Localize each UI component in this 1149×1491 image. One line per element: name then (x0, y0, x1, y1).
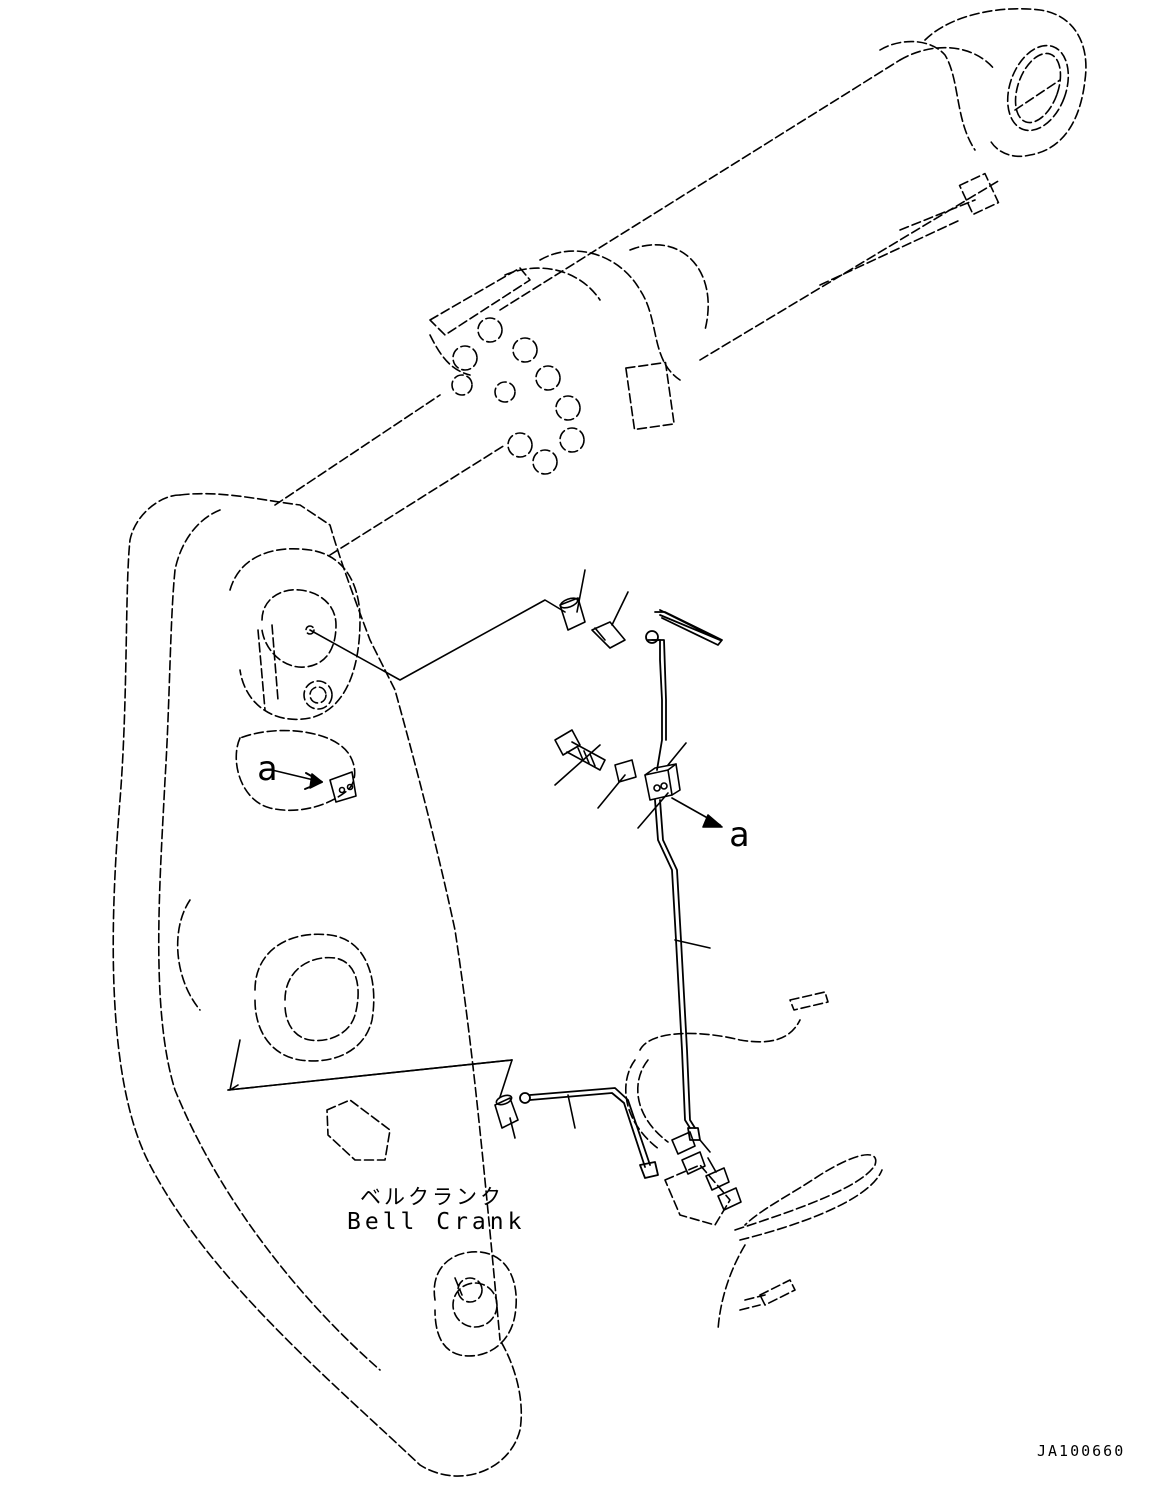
hydraulic-cylinder (275, 9, 1086, 555)
grease-tube-long (646, 610, 722, 1140)
distribution-block (665, 1132, 741, 1225)
leader-bracket-to-crank (230, 1040, 240, 1090)
bolt (555, 730, 605, 770)
leader-lines (228, 570, 710, 1138)
view-arrow-left (272, 770, 322, 789)
pipe-clamp (645, 764, 680, 800)
washer-plate (615, 760, 636, 782)
leader-fitting-to-crank (310, 600, 565, 680)
elbow-fitting (559, 596, 585, 630)
part-label-english: Bell Crank (347, 1209, 526, 1235)
part-label-japanese: ベルクランク (360, 1185, 504, 1209)
view-label-a-right: a (729, 815, 750, 855)
grease-tube-short (520, 1088, 658, 1178)
view-label-a-left: a (257, 749, 278, 789)
connector-fitting (592, 622, 625, 648)
hydraulic-hoses (626, 992, 882, 1330)
view-arrow-right (672, 798, 722, 827)
bell-crank (113, 494, 521, 1476)
drawing-code: JA100660 (1037, 1442, 1126, 1460)
clip-bracket-detail (330, 772, 356, 802)
grease-fitting-lower (495, 1094, 518, 1128)
